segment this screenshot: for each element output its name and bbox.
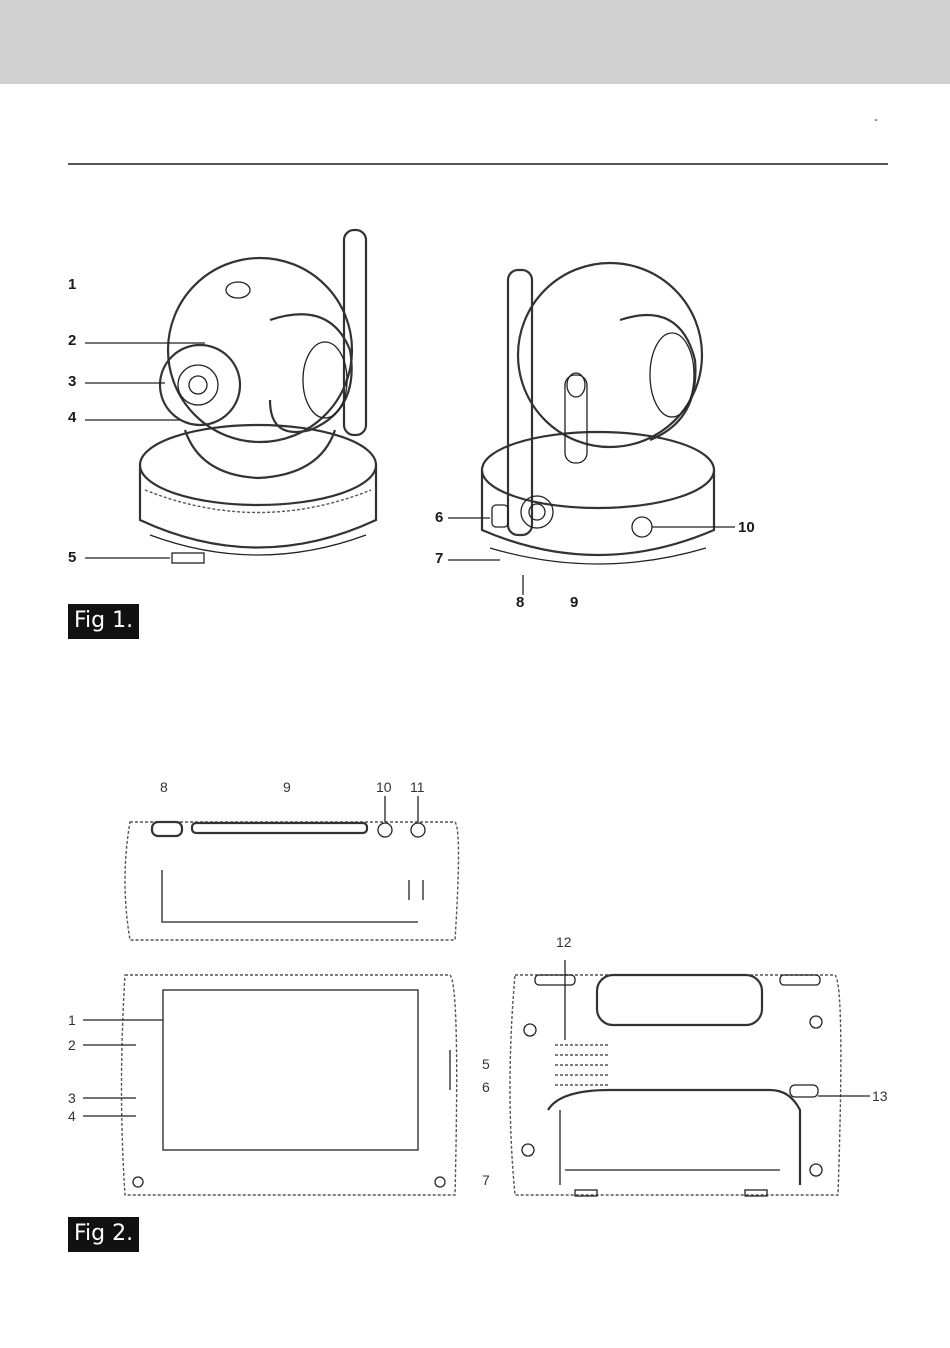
fig1-callout-8: 8	[516, 594, 524, 611]
fig2-top-callout-8: 8	[160, 779, 168, 795]
monitor-top-view	[125, 796, 459, 940]
fig1-callout-6: 6	[435, 509, 443, 526]
fig2-label: Fig 2.	[68, 1217, 139, 1252]
fig2-top-callout-9: 9	[283, 779, 291, 795]
fig2-front-callout-1: 1	[68, 1012, 76, 1028]
fig1-callout-1: 1	[68, 276, 76, 293]
fig1-callout-3: 3	[68, 373, 76, 390]
fig2-back-callout-6: 6	[482, 1079, 490, 1095]
fig1-callout-2: 2	[68, 332, 76, 349]
fig2-back-callout-13: 13	[872, 1088, 888, 1104]
fig2-back-callout-5: 5	[482, 1056, 490, 1072]
fig1-callout-10: 10	[738, 519, 755, 536]
fig2-back-callout-7: 7	[482, 1172, 490, 1188]
camera-front-view	[85, 230, 376, 563]
monitor-front-view	[83, 975, 457, 1195]
fig2-top-callout-10: 10	[376, 779, 392, 795]
camera-back-view	[448, 263, 735, 595]
monitor-back-view	[510, 960, 870, 1196]
fig2-front-callout-3: 3	[68, 1090, 76, 1106]
fig2-front-callout-4: 4	[68, 1108, 76, 1124]
fig1-callout-4: 4	[68, 409, 76, 426]
fig1-callout-5: 5	[68, 549, 76, 566]
fig2-back-callout-12: 12	[556, 934, 572, 950]
fig1-label: Fig 1.	[68, 604, 139, 639]
fig1-callout-7: 7	[435, 550, 443, 567]
fig2-top-callout-11: 11	[410, 779, 425, 795]
fig2-front-callout-2: 2	[68, 1037, 76, 1053]
fig1-callout-9: 9	[570, 594, 578, 611]
